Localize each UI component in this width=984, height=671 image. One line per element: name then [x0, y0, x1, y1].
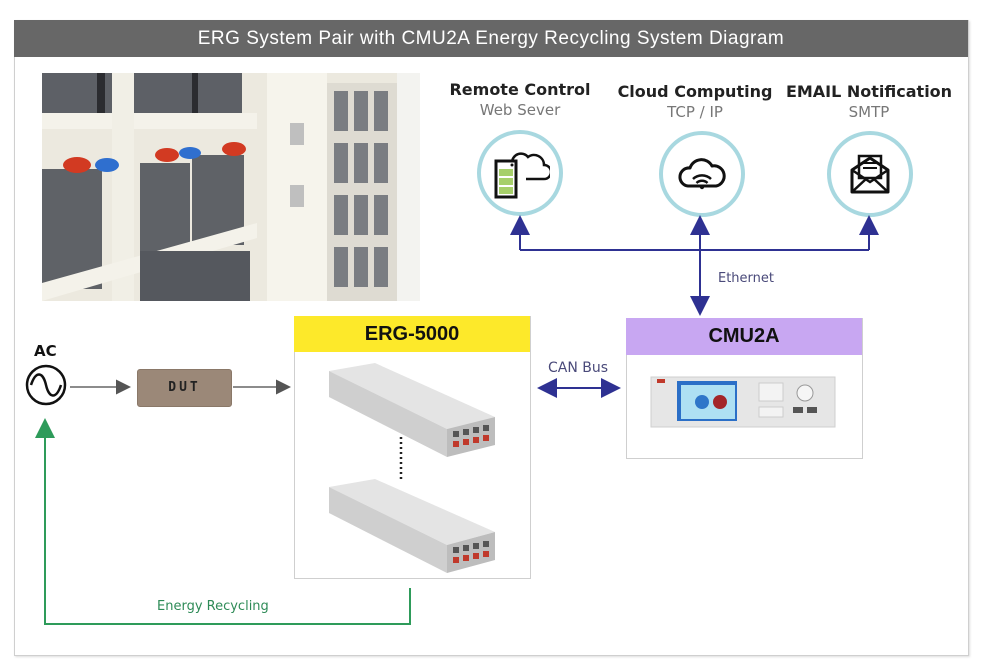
battery-rack-illustration [42, 73, 420, 301]
erg-5000-box [294, 316, 531, 579]
diagram-title: ERG System Pair with CMU2A Energy Recycl… [14, 20, 968, 57]
erg-5000-units-illustration [329, 363, 495, 573]
battery-rack-photo [42, 73, 420, 301]
server-cloud-icon [494, 152, 550, 199]
service-subtitle-web-server: Web Sever [479, 101, 561, 119]
cmu2a-header: CMU2A [626, 318, 862, 355]
energy-recycling-label: Energy Recycling [157, 599, 269, 614]
can-bus-label: CAN Bus [548, 360, 609, 376]
cloud-computing-node [659, 131, 745, 217]
service-title-remote-control: Remote Control [449, 80, 591, 99]
energy-recycling-path [35, 418, 411, 625]
cmu2a-device-illustration [650, 376, 836, 428]
service-title-email-notification: EMAIL Notification [785, 82, 953, 101]
erg-unit-top [329, 363, 495, 457]
remote-control-node [477, 130, 563, 216]
service-subtitle-smtp: SMTP [848, 103, 890, 121]
ac-source-icon [25, 364, 67, 406]
email-notification-node [827, 131, 913, 217]
envelope-icon [850, 154, 890, 194]
service-title-cloud-computing: Cloud Computing [617, 82, 773, 101]
cloud-wifi-icon [678, 158, 726, 190]
ac-label: AC [34, 342, 57, 360]
erg-unit-bottom [329, 479, 495, 573]
erg-5000-header: ERG-5000 [294, 316, 530, 352]
ethernet-bus [510, 215, 879, 316]
ethernet-label: Ethernet [718, 271, 774, 286]
service-subtitle-tcp-ip: TCP / IP [667, 103, 723, 121]
dut-block: DUT [137, 369, 232, 407]
